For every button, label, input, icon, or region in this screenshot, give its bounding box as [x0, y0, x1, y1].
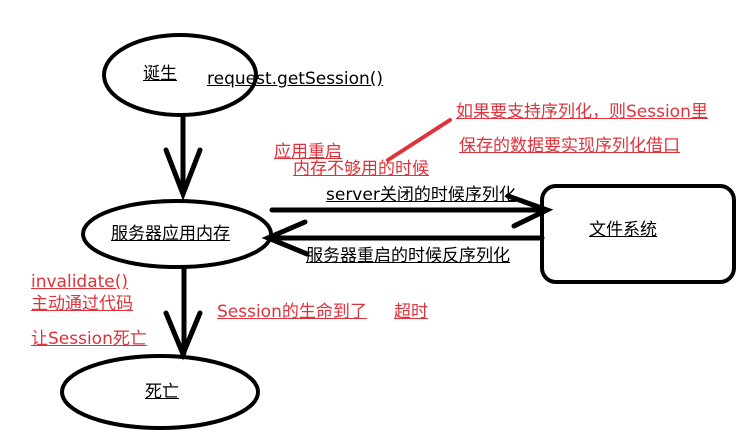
invalidate-note: invalidate() — [31, 272, 129, 292]
birth-node-shape — [102, 33, 258, 117]
death-node-label: 死亡 — [145, 382, 179, 402]
kill-session-note: 让Session死亡 — [31, 329, 147, 349]
file-system-node-label: 文件系统 — [589, 220, 657, 240]
serializable-note-line1: 如果要支持序列化，则Session里 — [456, 102, 708, 122]
arrow-birth-to-memory — [163, 113, 203, 201]
file-system-node-shape — [540, 184, 736, 284]
arrow-memory-to-death — [163, 265, 203, 361]
timeout-note: 超时 — [394, 302, 428, 322]
active-code-note: 主动通过代码 — [31, 294, 133, 314]
memory-low-note: 内存不够用的时候 — [293, 159, 429, 179]
serializable-note-line2: 保存的数据要实现序列化借口 — [459, 136, 680, 156]
arrow-memory-to-filesystem — [269, 193, 554, 229]
deserialize-on-restart-label: 服务器重启的时候反序列化 — [306, 246, 510, 266]
serialize-on-close-label: server关闭的时候序列化 — [326, 185, 516, 205]
server-memory-node-label: 服务器应用内存 — [111, 224, 230, 244]
app-restart-note: 应用重启 — [274, 142, 342, 162]
lifetime-over-note: Session的生命到了 — [217, 302, 367, 322]
arrow-filesystem-to-memory — [261, 219, 545, 257]
death-node-shape — [60, 354, 260, 430]
birth-node-label: 诞生 — [143, 64, 177, 84]
annotation-pointer-line — [386, 118, 452, 162]
get-session-label: request.getSession() — [207, 69, 384, 89]
